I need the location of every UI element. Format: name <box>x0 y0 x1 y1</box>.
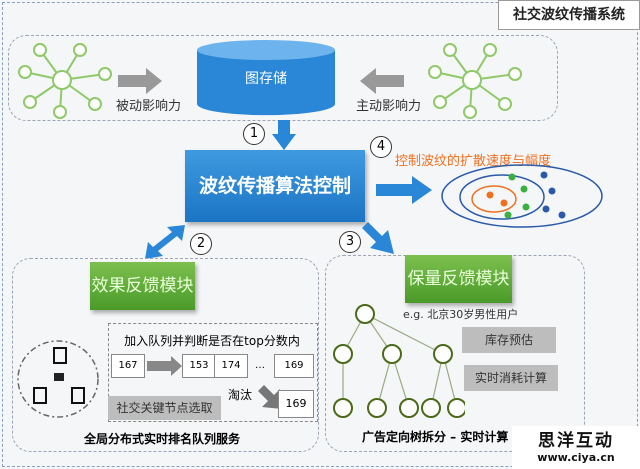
step-3-badge: 3 <box>339 231 361 253</box>
effect-feedback-module: 效果反馈模块 <box>90 262 195 310</box>
ripple-ellipses <box>441 164 603 228</box>
diagonal-arrow-icon <box>362 222 394 254</box>
page-title: 社交波纹传播系统 <box>498 0 640 30</box>
step-4-badge: 4 <box>370 136 392 158</box>
active-network-icon <box>428 43 522 119</box>
realtime-consumption: 实时消耗计算 <box>464 365 558 391</box>
queue-cell: 169 <box>274 354 314 378</box>
queue-title: 加入队列并判断是否在top分数内 <box>124 334 300 348</box>
key-nodes-icon <box>17 340 99 418</box>
bidirectional-arrow-icon <box>145 225 185 259</box>
queue-ellipsis: … <box>255 360 265 371</box>
passive-network-icon <box>18 43 112 119</box>
passive-label: 被动影响力 <box>116 99 182 114</box>
step-2-badge: 2 <box>190 233 212 255</box>
down-arrow-icon <box>272 120 296 150</box>
example-label: e.g. 北京30岁男性用户 <box>403 308 519 321</box>
evicted-score: 169 <box>278 390 314 418</box>
watermark-name: 思洋互动 <box>538 431 614 451</box>
right-arrow-icon <box>376 176 432 204</box>
watermark: 思洋互动 www.ciya.cn <box>512 426 640 469</box>
storage-cylinder <box>197 40 335 116</box>
evict-arrow-icon <box>258 385 282 409</box>
step-1-badge: 1 <box>243 123 265 145</box>
passive-arrow-icon <box>118 68 162 94</box>
incoming-score: 167 <box>111 354 145 378</box>
queue-box <box>108 323 318 422</box>
key-node-selection: 社交关键节点选取 <box>108 396 221 420</box>
ranking-queue-panel <box>12 258 319 452</box>
ripple-algorithm-box: 波纹传播算法控制 <box>185 150 365 222</box>
enqueue-arrow-icon <box>147 356 182 376</box>
watermark-url: www.ciya.cn <box>537 451 615 464</box>
active-arrow-icon <box>360 68 404 94</box>
quota-feedback-module: 保量反馈模块 <box>405 255 512 303</box>
ranking-caption: 全局分布式实时排名队列服务 <box>84 432 241 446</box>
storage-label: 图存储 <box>245 71 287 87</box>
inventory-estimate: 库存预估 <box>462 327 556 353</box>
evict-label: 淘汰 <box>228 388 253 402</box>
queue-cell: 174 <box>214 354 248 378</box>
tree-caption: 广告定向树拆分 – 实时计算 <box>362 430 509 444</box>
targeting-tree <box>333 304 465 418</box>
queue-cell: 153 <box>182 354 216 378</box>
active-label: 主动影响力 <box>356 99 422 114</box>
